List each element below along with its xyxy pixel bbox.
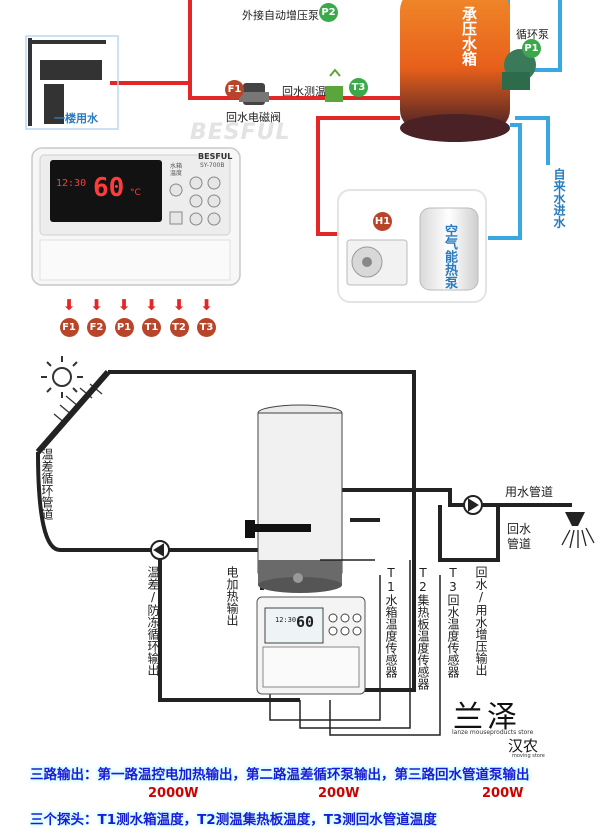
down-arrow-icon: ⬇ [145,296,158,314]
bottom-controller-device [256,596,366,695]
footer-outputs-line: 三路输出：第一路温控电加热输出，第二路温差循环泵输出，第三路回水管道泵输出 [30,767,530,783]
down-arrow-icon: ⬇ [90,296,103,314]
output-t3: ⬇ T3 [195,296,219,337]
watermark-sub: lanze mouseproducts store [452,729,534,736]
t1-sensor-label: T1水箱温度传感器 [384,566,398,678]
ext-pump-tag: P2 [319,3,338,22]
bottom-controller-time: 12:30 [275,616,297,624]
controller-time: 12:30 [56,178,87,189]
sunlight-arrows-icon [53,383,103,425]
return-temp-tag: T3 [349,78,368,97]
footer-sensors-line: 三个探头：T1测水箱温度，T2测温集热板温度，T3测回水管道温度 [30,812,437,828]
heating-element-icon [245,520,311,538]
solenoid-valve-icon [239,83,269,105]
heat-pump-label: 空气能热泵 [442,224,457,289]
booster-pump-icon [463,495,483,515]
bottom-controller-temp: 60 [296,613,315,631]
sensor-cables [269,559,441,736]
valve-tag: F1 [225,80,244,99]
shower-head-icon [561,512,595,549]
t3-sensor-label: T3回水温度传感器 [446,566,460,678]
output-t1: ⬇ T1 [140,296,164,337]
output-tag: F2 [87,318,106,337]
controller-brand: BESFUL [198,152,233,161]
ext-pump-label: 外接自动增压泵 [242,9,319,22]
controller-side-label: 水箱温度 [170,163,183,177]
pressure-tank [400,0,510,142]
output-f1: ⬇ F1 [57,296,81,337]
tank-title: 承压水箱 [460,6,478,66]
watermark-main: 兰泽 [453,700,521,735]
floor1-sink-icon [28,38,106,126]
circ-pump-tag: P1 [522,39,541,58]
controller-buttons [169,176,221,226]
antifreeze-output-label: 温差/防冻循环输出 [146,566,160,676]
heat-pump-outdoor-unit [346,239,408,286]
output-tag: P1 [114,318,134,337]
watt-label-2: 200W [318,786,360,801]
brand-watermark: BESFUL [190,120,291,145]
watermark-small: 汉农 [508,737,539,755]
top-pipe-diagram [25,0,562,303]
return-temp-label: 回水测温 [282,85,326,98]
tap-water-label: 自来水进水 [552,168,566,228]
output-p1: ⬇ P1 [112,296,136,337]
solar-loop-label: 温差循环管道 [40,448,54,520]
return-temp-sensor-icon [325,68,343,102]
circulation-pump-icon [150,540,170,560]
heat-pump-tag: H1 [373,212,392,231]
watt-label-3: 200W [482,786,524,801]
solar-loop-pipe [36,370,416,702]
water-pipe-label: 用水管道 [505,485,554,499]
water-tank [257,404,343,593]
down-arrow-icon: ⬇ [172,296,186,314]
heater-output-label: 电加热输出 [225,566,239,626]
controller-device [31,147,241,286]
controller-unit: °C [130,188,141,198]
down-arrow-icon: ⬇ [117,296,131,314]
controller-temp: 60 [93,173,125,203]
circ-pump-label: 循环泵 [516,28,549,41]
heat-pump-tank [419,207,479,291]
solar-collector-panel [35,370,111,454]
output-tag: T3 [197,318,216,337]
watermark-tiny: moving store [512,753,545,759]
floor1-label: 一楼用水 [54,112,98,125]
output-t2: ⬇ T2 [167,296,191,337]
sun-icon [41,356,83,398]
t2-sensor-label: T2集热板温度传感器 [416,566,430,690]
output-f2: ⬇ F2 [85,296,109,337]
valve-label: 回水电磁阀 [226,111,281,124]
watt-label-1: 2000W [148,786,199,801]
down-arrow-icon: ⬇ [62,296,76,314]
output-tag: T1 [142,318,161,337]
controller-model: SY-700B [200,162,225,169]
output-tag: T2 [169,318,189,337]
output-tag: F1 [59,318,79,337]
down-arrow-icon: ⬇ [200,296,213,314]
return-pipe-label: 回水管道 [507,522,532,551]
booster-output-label: 回水/用水增压输出 [474,566,488,676]
